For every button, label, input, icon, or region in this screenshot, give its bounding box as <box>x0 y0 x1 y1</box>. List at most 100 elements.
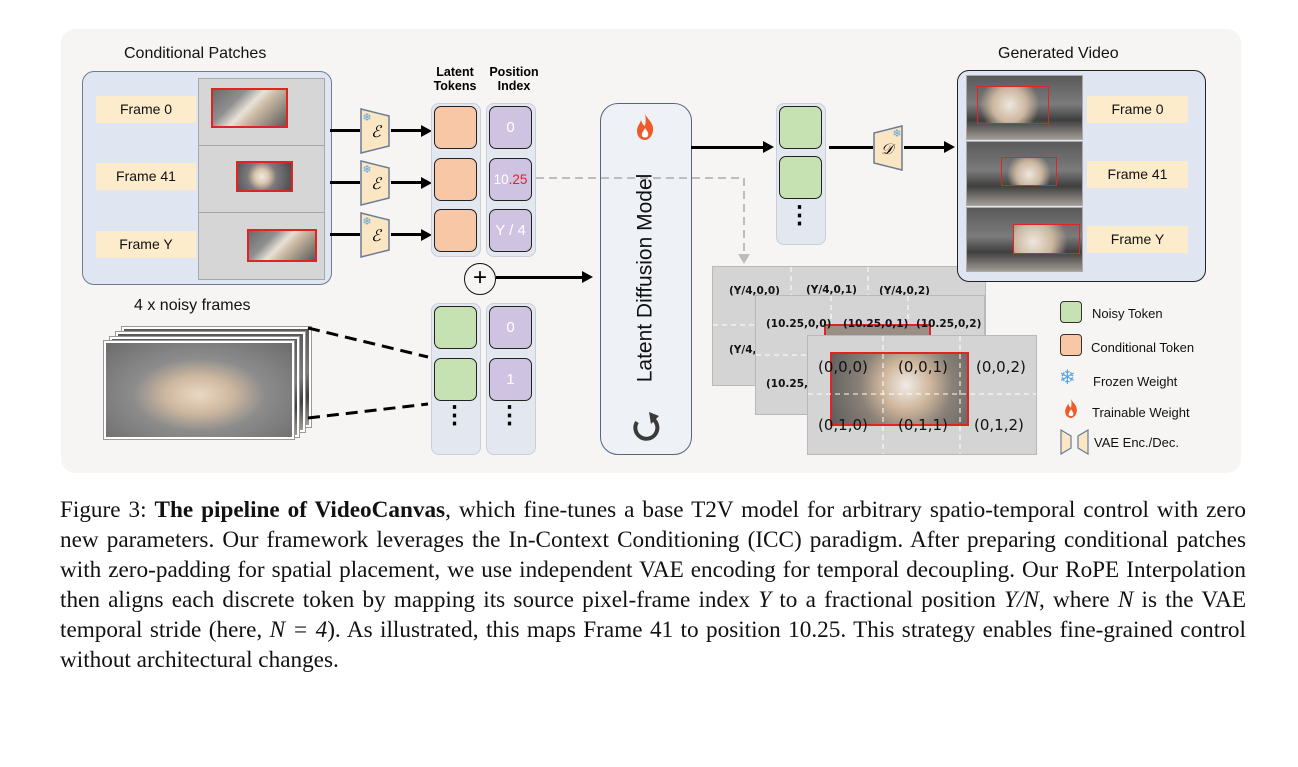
grid-coord: (Y/4,0,1) <box>806 284 857 296</box>
snowflake-icon: ❄ <box>892 128 901 140</box>
grid-coord: (Y/4,0,2) <box>879 285 930 297</box>
caption-var: Y/N <box>1004 587 1039 613</box>
snowflake-icon: ❄ <box>362 112 371 124</box>
legend-label: VAE Enc./Dec. <box>1094 435 1180 450</box>
caption-text: to a fractional position <box>771 587 1005 613</box>
grid-coord: (0,0,0) <box>818 358 868 376</box>
plus-glyph: + <box>472 264 487 291</box>
grid-coord: (10.25,0,0) <box>766 318 832 330</box>
ellipsis-icon: ⋮ <box>497 402 522 429</box>
latent-tokens-header: Latent Tokens <box>428 65 482 93</box>
legend-label: Conditional Token <box>1091 340 1195 355</box>
legend-label: Frozen Weight <box>1093 374 1178 389</box>
fire-icon <box>1065 399 1077 418</box>
gen-frame-label-41: Frame 41 <box>1087 161 1188 188</box>
arrow-line <box>391 129 421 132</box>
fire-icon <box>637 114 654 140</box>
position-index-header: Position Index <box>484 65 544 93</box>
arrow-line <box>496 276 582 279</box>
noisy-token-swatch <box>1060 301 1082 323</box>
header-line: Index <box>497 79 531 93</box>
caption-text: ). As illustrated, this maps Frame 41 to… <box>60 617 1246 673</box>
vae-encoder-icon: ℰ❄ <box>360 108 390 154</box>
position-value: 0 <box>506 319 515 336</box>
dashed-connector-bottom <box>307 402 429 420</box>
gen-frame-label-0: Frame 0 <box>1087 96 1188 123</box>
conditional-token <box>434 106 477 149</box>
latent-diffusion-model-box <box>600 103 692 455</box>
ellipsis-icon: ⋮ <box>787 202 812 229</box>
generated-frame-y <box>966 207 1083 272</box>
header-line: Tokens <box>433 79 477 93</box>
position-index-y-over-4: Y / 4 <box>489 209 532 252</box>
legend: Noisy Token Conditional Token ❄ Frozen W… <box>1058 298 1238 463</box>
cond-patch-frame-0 <box>198 78 325 146</box>
encoder-symbol: ℰ <box>371 176 383 193</box>
conditional-token <box>434 158 477 201</box>
noisy-frame-front <box>103 340 295 440</box>
vae-decoder-icon: 𝒟 ❄ <box>873 125 903 171</box>
caption-bold-title: The pipeline of VideoCanvas <box>154 497 446 523</box>
ellipsis-icon: ⋮ <box>442 402 467 429</box>
noisy-position-index: 1 <box>489 358 532 401</box>
noisy-position-index: 0 <box>489 306 532 349</box>
arrow-line <box>829 146 873 149</box>
conditional-token <box>434 209 477 252</box>
grid-coord: (0,0,1) <box>898 358 948 376</box>
caption-text: , which fine-tunes a base T2V model for … <box>60 497 1247 613</box>
cond-patch-frame-y <box>198 212 325 280</box>
cat-patch-image <box>247 229 317 262</box>
noisy-frames-label: 4 x noisy frames <box>134 297 251 314</box>
legend-label: Noisy Token <box>1092 306 1163 321</box>
vae-encoder-icon: ℰ❄ <box>360 160 390 206</box>
decoder-symbol: 𝒟 <box>881 142 896 158</box>
rope-grid-front: (0,0,0) (0,0,1) (0,0,2) (0,1,0) (0,1,1) … <box>807 335 1037 455</box>
generated-video-title: Generated Video <box>998 45 1119 62</box>
arrow-line <box>330 181 360 184</box>
position-index-0: 0 <box>489 106 532 149</box>
patch-region-box <box>1013 224 1080 254</box>
arrowhead <box>944 141 955 153</box>
concat-plus-icon: + <box>464 263 496 295</box>
arrow-line <box>904 146 944 149</box>
grid-coord: (0,1,0) <box>818 416 868 434</box>
figure-caption: Figure 3: The pipeline of VideoCanvas, w… <box>60 495 1246 675</box>
loop-arrow-icon <box>633 412 660 441</box>
arrow-line <box>691 146 763 149</box>
arrowhead <box>421 229 432 241</box>
grid-coord: (Y/4,0,0) <box>729 285 780 297</box>
caption-text: , where <box>1038 587 1118 613</box>
arrow-line <box>330 233 360 236</box>
gen-frame-label-y: Frame Y <box>1087 226 1188 253</box>
cond-frame-label-0: Frame 0 <box>96 96 196 123</box>
position-value: 10 <box>493 172 509 187</box>
arrowhead <box>421 125 432 137</box>
generated-frame-41 <box>966 141 1083 206</box>
snowflake-icon: ❄ <box>1059 367 1076 389</box>
grid-coord: (10.25,0,2) <box>916 318 982 330</box>
grid-coord: (0,1,2) <box>974 416 1024 434</box>
cond-patch-frame-41 <box>198 145 325 213</box>
snowflake-icon: ❄ <box>362 164 371 176</box>
generated-frame-0 <box>966 75 1083 140</box>
caption-prefix: Figure 3: <box>60 497 155 523</box>
noisy-token <box>434 306 477 349</box>
arrowhead <box>763 141 774 153</box>
caption-var: Y <box>758 587 772 613</box>
grid-coord: (10.25,1 <box>766 378 816 390</box>
noisy-frame-connector <box>307 326 429 420</box>
cond-frame-label-y: Frame Y <box>96 231 196 258</box>
noisy-token <box>434 358 477 401</box>
arrow-line <box>391 233 421 236</box>
position-value: Y / 4 <box>495 222 526 239</box>
header-line: Latent <box>436 65 474 79</box>
cat-patch-image <box>211 88 288 128</box>
arrow-line <box>330 129 360 132</box>
arrowhead <box>582 271 593 283</box>
position-fraction-highlight: .25 <box>508 172 528 187</box>
grid-lines <box>808 336 1036 454</box>
patch-region-box <box>1001 157 1057 186</box>
output-noisy-token <box>779 106 822 149</box>
caption-text: is the VAE temporal stride (here, <box>60 587 1246 643</box>
caption-var: N <box>1117 587 1134 613</box>
